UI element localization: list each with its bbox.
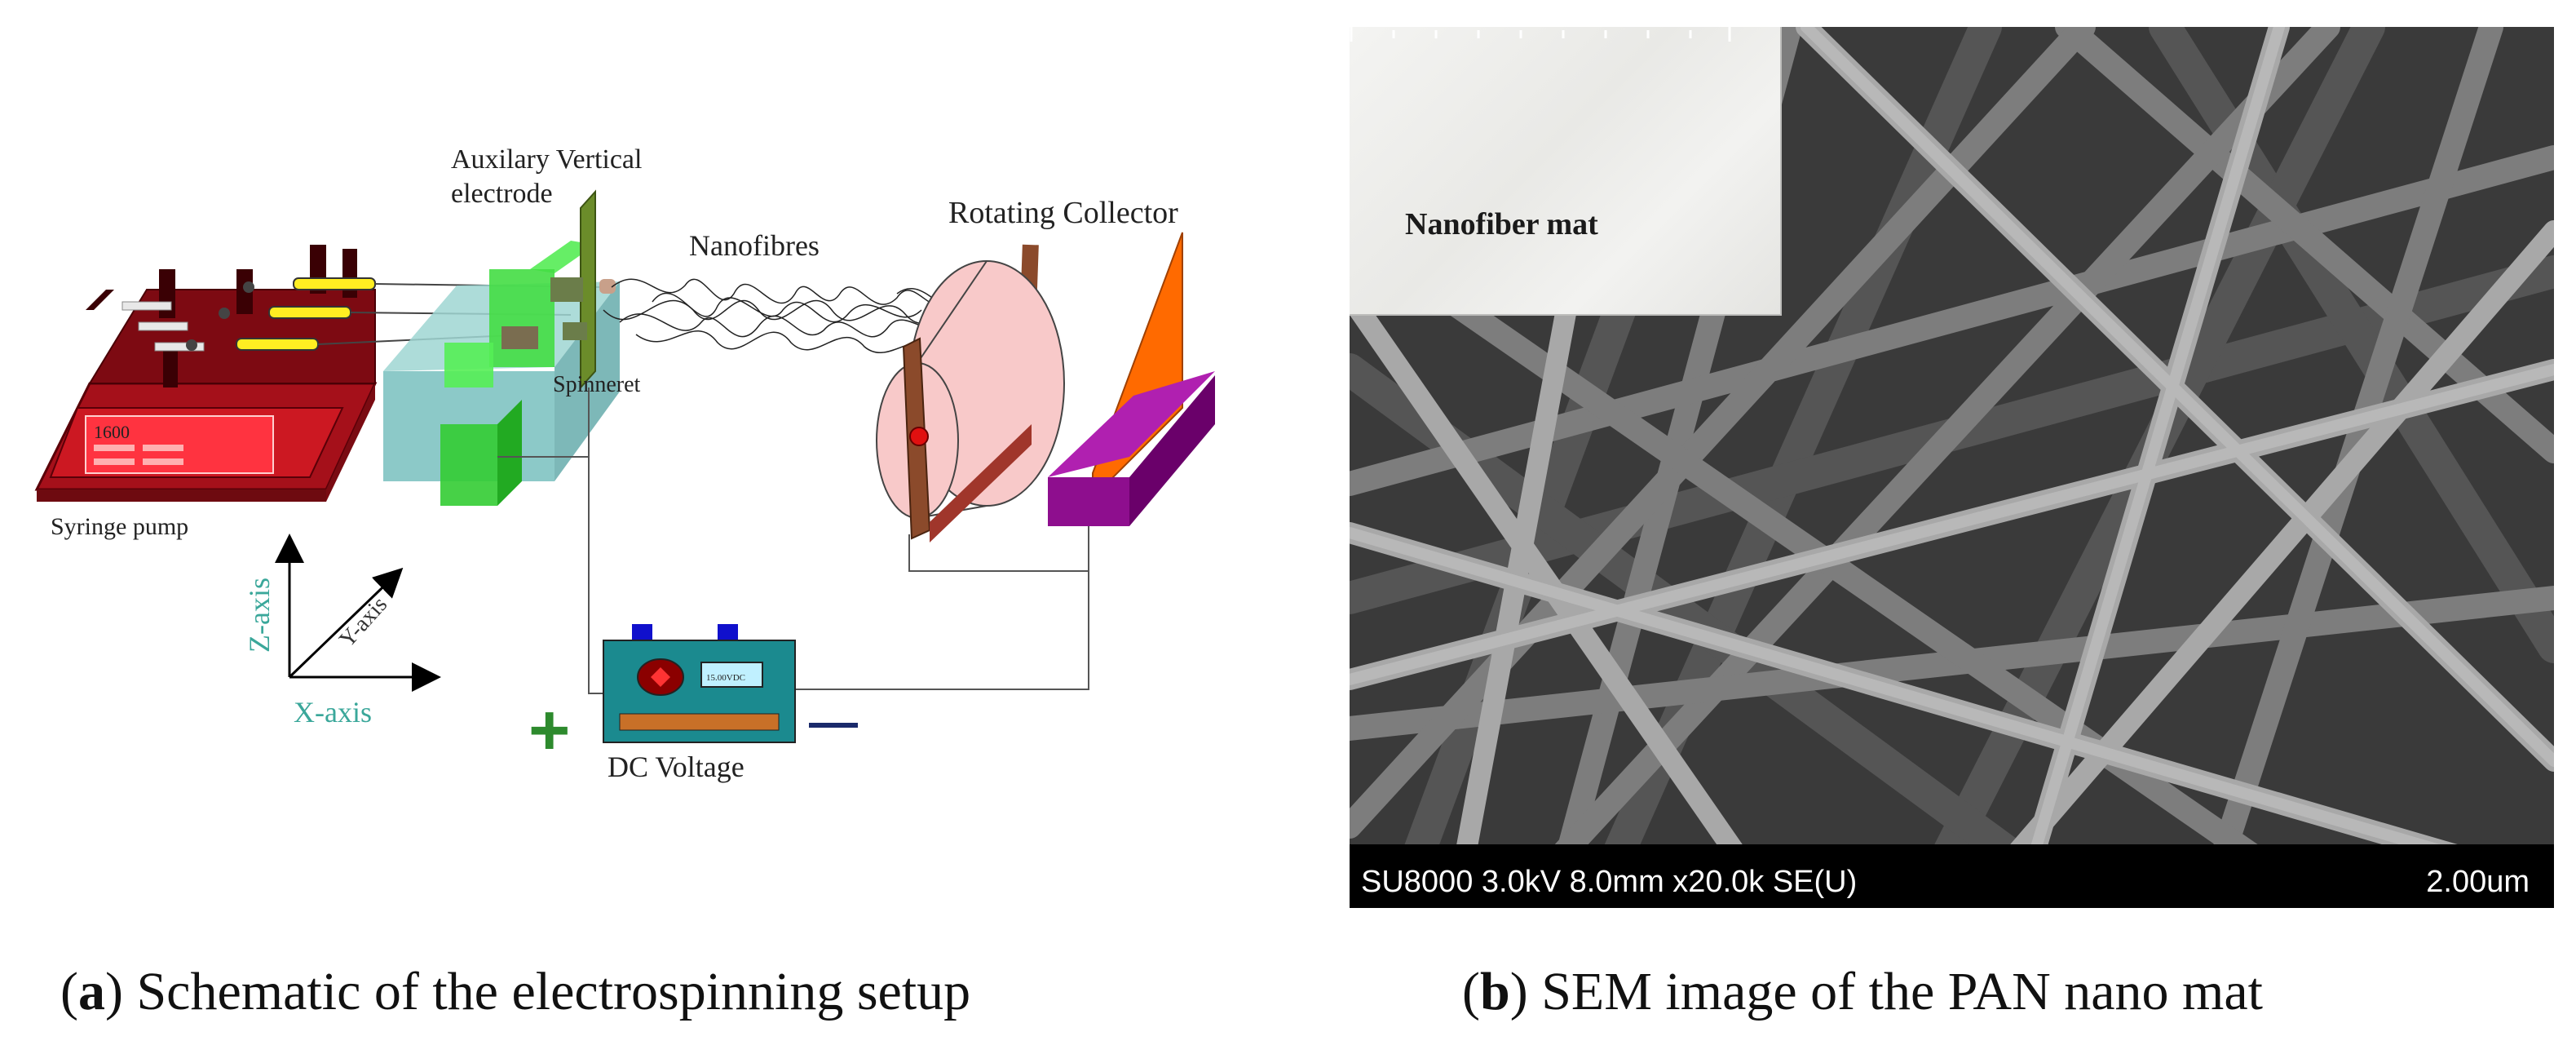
- auxiliary-electrode-label-2: electrode: [451, 179, 553, 209]
- nanofiber-mat-photo-inset: Nanofiber mat: [1350, 27, 1782, 316]
- sem-scale-label: 2.00um: [2426, 865, 2530, 899]
- meter-readout: 15.00VDC: [706, 673, 745, 683]
- caption-a-text: Schematic of the electrospinning setup: [122, 962, 971, 1021]
- sem-acquisition-info: SU8000 3.0kV 8.0mm x20.0k SE(U): [1361, 865, 1858, 899]
- pump-display: 1600: [94, 422, 130, 442]
- z-axis-label: Z-axis: [243, 578, 276, 653]
- x-axis-label: X-axis: [294, 696, 372, 728]
- caption-b: (b) SEM image of the PAN nano mat: [1462, 962, 2263, 1021]
- dc-power-supply: 15.00VDC: [603, 624, 796, 743]
- scale-bar-ticks: [1350, 27, 1731, 42]
- plus-sign: +: [528, 689, 570, 770]
- sem-info-bar: [1350, 844, 2554, 908]
- nanofibre-jet: [603, 278, 1036, 356]
- syringe-pump: 1600: [34, 245, 378, 502]
- syringe-pump-label: Syringe pump: [51, 513, 188, 540]
- caption-b-text: SEM image of the PAN nano mat: [1527, 962, 2263, 1021]
- rotating-collector: [876, 244, 1065, 542]
- rotating-collector-label: Rotating Collector: [948, 196, 1178, 230]
- axis-triad: [275, 534, 441, 692]
- nanofiber-mat-label: Nanofiber mat: [1405, 207, 1598, 241]
- spinneret-assembly: [383, 189, 620, 506]
- spinneret-label: Spinneret: [553, 372, 641, 397]
- minus-sign: —: [809, 694, 858, 749]
- y-axis-label: Y-axis: [334, 592, 392, 653]
- caption-a: (a) Schematic of the electrospinning set…: [60, 962, 971, 1021]
- auxiliary-electrode-label-1: Auxilary Vertical: [451, 144, 642, 175]
- caption-b-letter: b: [1479, 962, 1510, 1021]
- circuit-wires: [497, 388, 1089, 694]
- flat-collector: [1048, 232, 1215, 526]
- dc-voltage-label: DC Voltage: [608, 751, 745, 783]
- electrospinning-schematic: 1600: [34, 144, 1215, 783]
- nanofibres-label: Nanofibres: [689, 229, 820, 262]
- caption-a-letter: a: [77, 962, 105, 1021]
- sem-image: Nanofiber mat SU8000 3.0kV 8.0mm x20.0k …: [1350, 27, 2554, 908]
